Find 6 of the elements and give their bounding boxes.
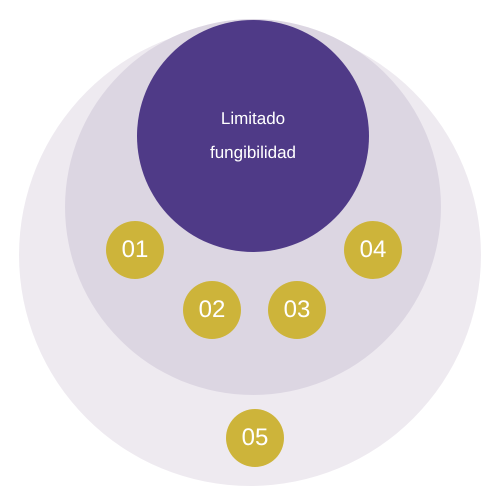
circle-label: Limitado fungibilidad: [208, 108, 297, 164]
number-label: 05: [240, 426, 270, 450]
number-label: 02: [198, 298, 226, 322]
number-label: 01: [120, 238, 150, 262]
number-label: 03: [282, 298, 312, 322]
number-label: 04: [358, 238, 388, 262]
